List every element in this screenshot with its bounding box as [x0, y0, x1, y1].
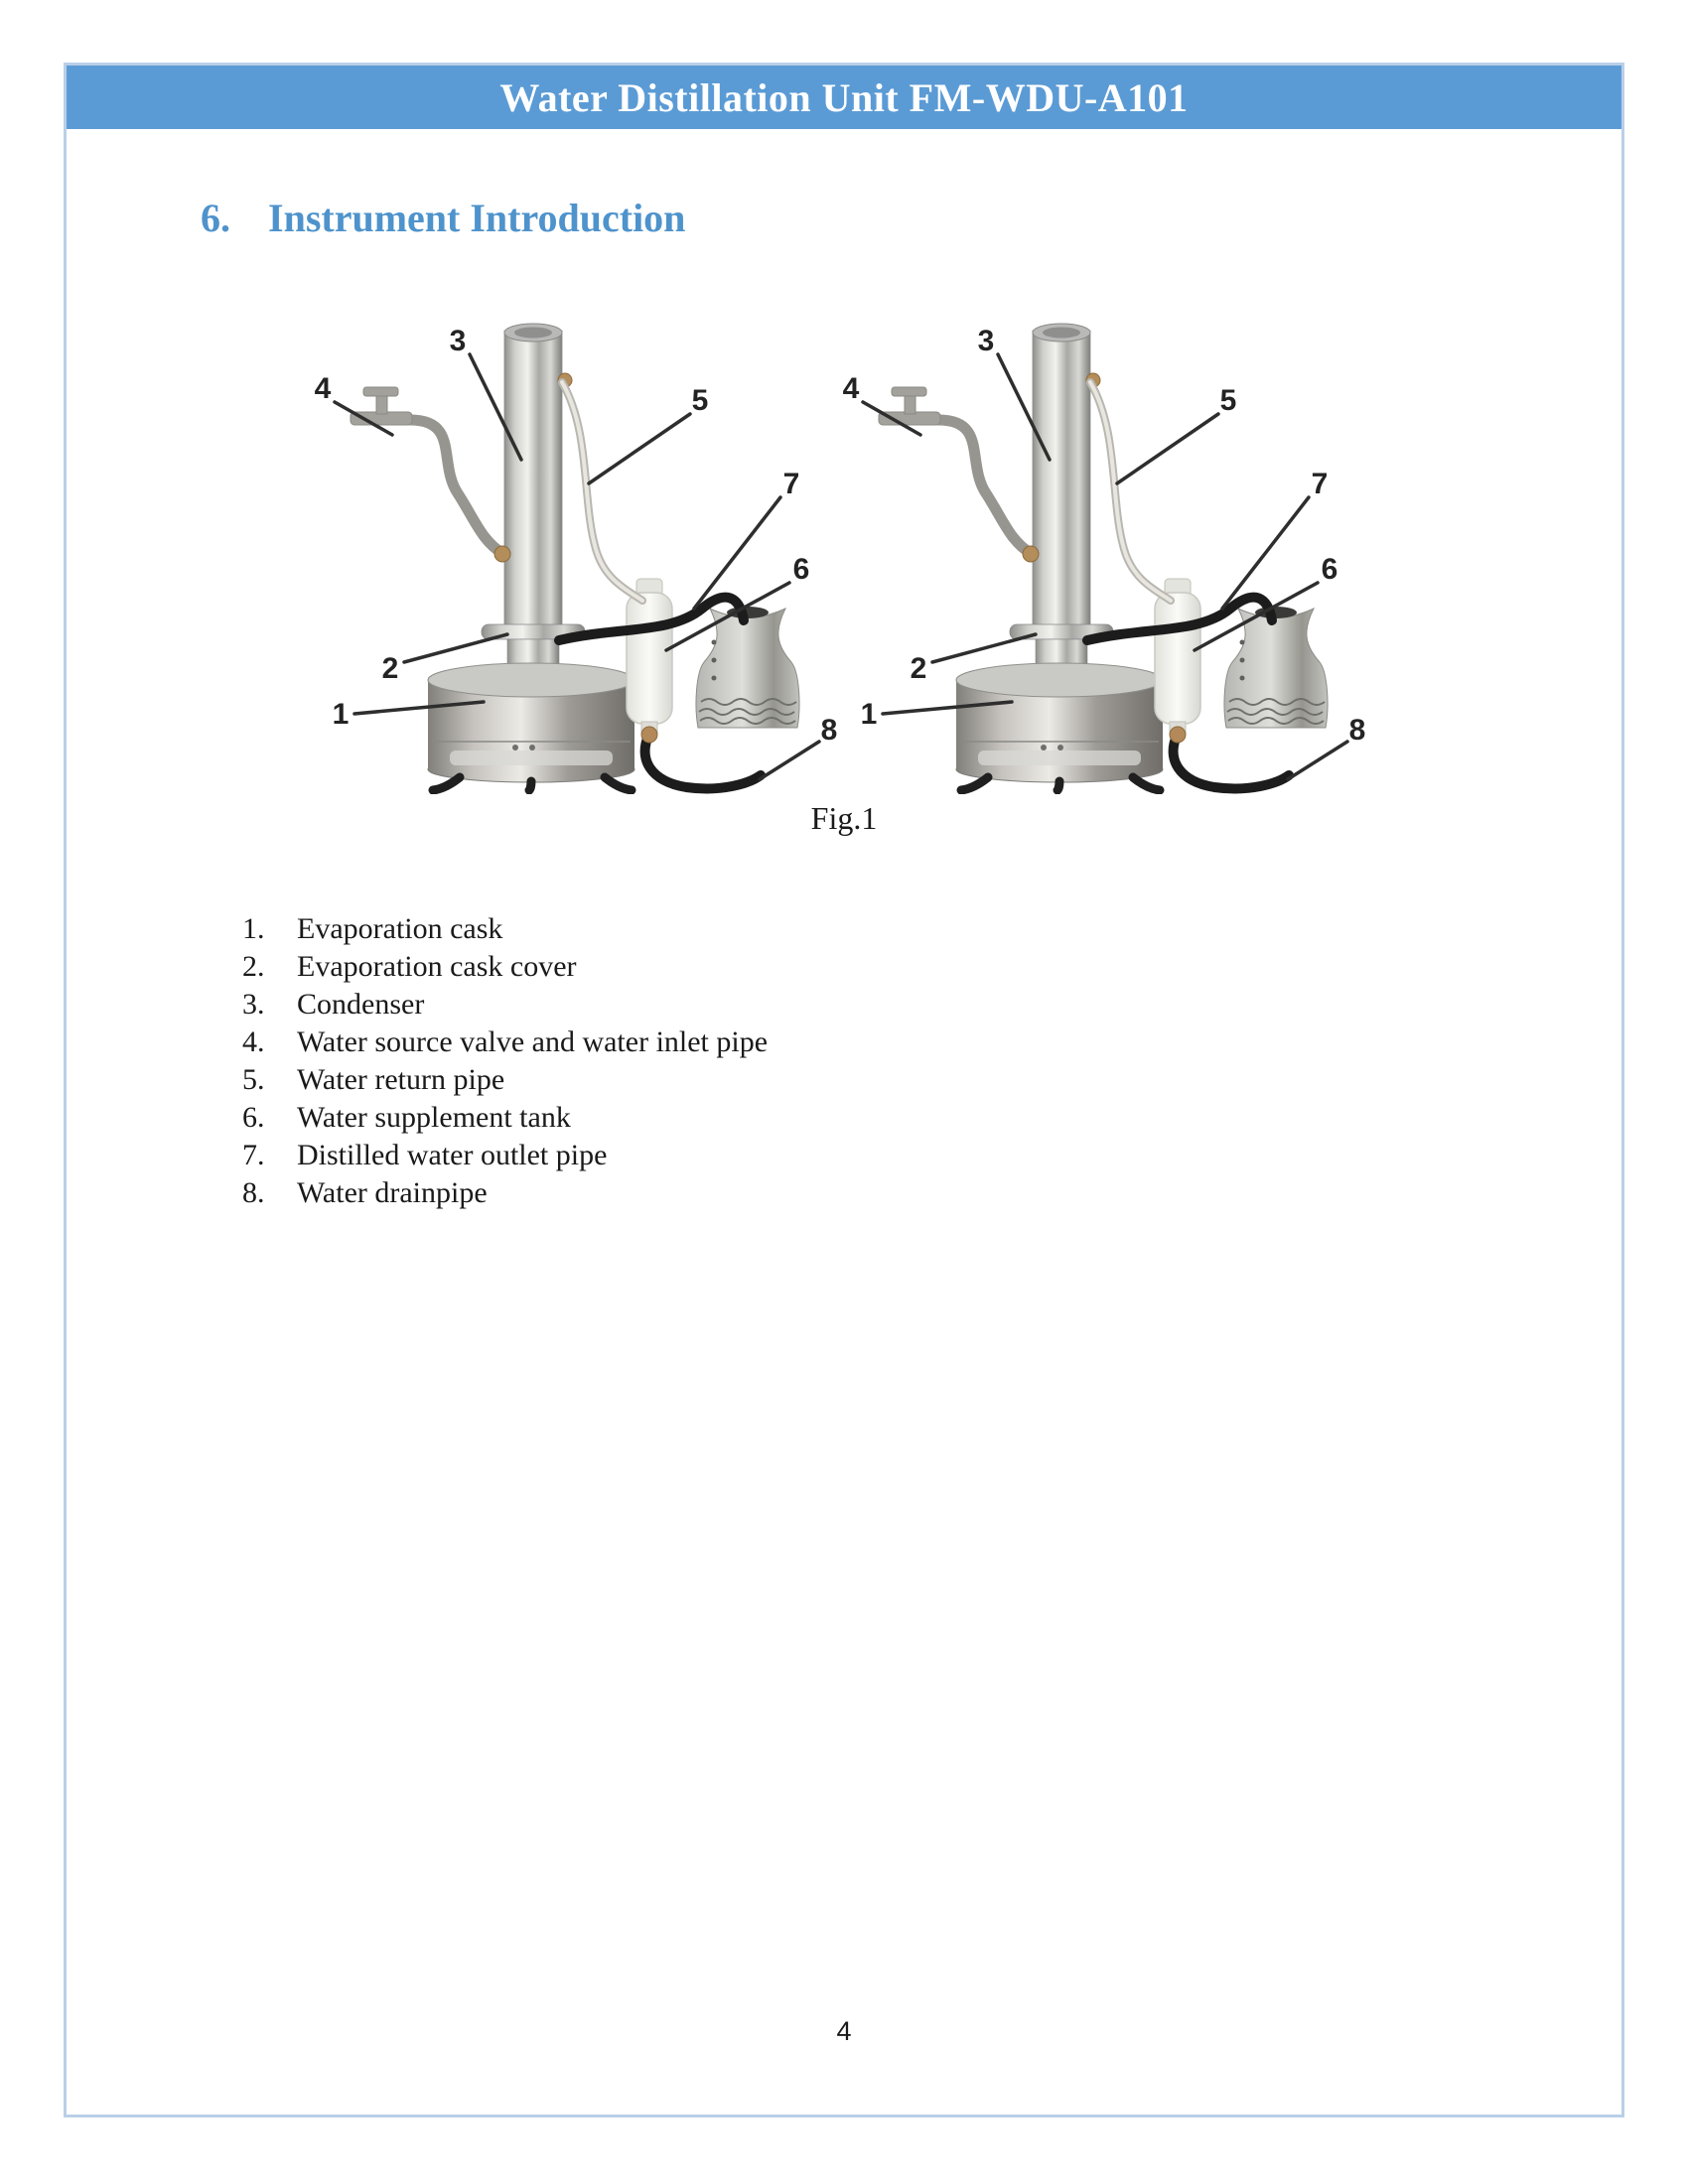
callout-number: 2	[382, 652, 399, 685]
water-supplement-tank	[626, 592, 673, 725]
parts-list-item: 2. Evaporation cask cover	[242, 948, 1621, 986]
parts-list-item: 1. Evaporation cask	[242, 910, 1621, 948]
drain-elbow	[1169, 726, 1187, 744]
page-header: Water Distillation Unit FM-WDU-A101	[67, 66, 1621, 129]
page-number: 4	[836, 2016, 852, 2046]
parts-list-item: 4. Water source valve and water inlet pi…	[242, 1024, 1621, 1061]
distiller-diagram-right: 3 4 5 7 2 6 1 8	[843, 323, 1366, 794]
distiller-diagram-left: 3 4 5 7 2 6 1 8	[315, 323, 838, 794]
callout-number: 5	[692, 384, 709, 417]
distilled-water-outlet-pipe	[554, 592, 749, 645]
bucket-water-lines	[698, 698, 797, 725]
item-number: 3.	[242, 988, 265, 1021]
leader-lines	[861, 352, 1349, 781]
item-text: Water source valve and water inlet pipe	[297, 1025, 769, 1058]
callout-number: 4	[315, 372, 332, 405]
heater-band	[978, 751, 1141, 765]
cask-legs	[956, 772, 1165, 794]
water-source-valve	[878, 386, 941, 426]
callout-number: 6	[793, 553, 810, 586]
item-text: Evaporation cask cover	[297, 950, 577, 983]
cask-dot	[512, 745, 518, 751]
condenser-opening	[1043, 327, 1080, 339]
drain-elbow	[640, 726, 658, 744]
section-heading: 6. Instrument Introduction	[201, 195, 1621, 241]
parts-list-item: 6. Water supplement tank	[242, 1099, 1621, 1137]
heater-band	[450, 751, 613, 765]
item-text: Water drainpipe	[297, 1176, 488, 1209]
bucket-dot	[711, 675, 717, 681]
callout-number: 3	[978, 325, 995, 357]
callout-number: 8	[1349, 714, 1366, 747]
item-text: Water supplement tank	[297, 1101, 571, 1134]
item-number: 8.	[242, 1176, 265, 1209]
inlet-fitting	[493, 545, 511, 563]
item-text: Evaporation cask	[297, 912, 503, 945]
condenser	[1032, 330, 1091, 629]
cask-top	[427, 662, 635, 698]
cask-legs	[428, 772, 636, 794]
item-text: Water return pipe	[297, 1063, 505, 1096]
item-text: Condenser	[297, 988, 425, 1021]
water-return-pipe-highlight	[560, 380, 644, 603]
item-text: Distilled water outlet pipe	[297, 1139, 608, 1171]
callout-number: 5	[1220, 384, 1237, 417]
distilled-water-outlet-pipe	[1082, 592, 1277, 645]
item-number: 5.	[242, 1063, 265, 1096]
document-title: Water Distillation Unit FM-WDU-A101	[499, 74, 1189, 120]
figure-caption: Fig.1	[810, 800, 878, 836]
condenser-opening	[514, 327, 552, 339]
callout-number: 8	[821, 714, 838, 747]
inlet-fitting	[1022, 545, 1040, 563]
callout-number: 1	[861, 698, 878, 731]
drain-bucket	[695, 607, 800, 729]
bucket-dot	[1239, 639, 1245, 645]
parts-list-item: 3. Condenser	[242, 986, 1621, 1024]
section-number: 6.	[201, 196, 230, 240]
water-drainpipe	[639, 731, 766, 794]
bucket-dot	[711, 657, 717, 663]
item-number: 1.	[242, 912, 265, 945]
bucket-dot	[1239, 675, 1245, 681]
condenser	[503, 330, 563, 629]
callout-number: 2	[911, 652, 927, 685]
callout-number: 7	[1312, 468, 1329, 500]
parts-list-item: 5. Water return pipe	[242, 1061, 1621, 1099]
item-number: 6.	[242, 1101, 265, 1134]
document-page: Water Distillation Unit FM-WDU-A101 6. I…	[64, 63, 1624, 2117]
callout-number: 4	[843, 372, 860, 405]
drain-bucket	[1223, 607, 1329, 729]
parts-list-item: 7. Distilled water outlet pipe	[242, 1137, 1621, 1174]
water-source-valve	[350, 386, 413, 426]
water-supplement-tank	[1154, 592, 1201, 725]
item-number: 4.	[242, 1025, 265, 1058]
callout-number: 6	[1322, 553, 1338, 586]
leader-lines	[333, 352, 821, 781]
cask-top	[955, 662, 1164, 698]
figure-1: 3 4 5 7 2 6 1 8	[67, 293, 1621, 794]
parts-list: 1. Evaporation cask 2. Evaporation cask …	[242, 910, 1621, 1212]
cask-dot	[1057, 745, 1063, 751]
item-number: 7.	[242, 1139, 265, 1171]
item-number: 2.	[242, 950, 265, 983]
water-inlet-pipe	[404, 414, 509, 560]
parts-list-item: 8. Water drainpipe	[242, 1174, 1621, 1212]
water-return-pipe-highlight	[1088, 380, 1173, 603]
water-drainpipe	[1168, 731, 1294, 794]
water-inlet-pipe	[932, 414, 1038, 560]
section-title: Instrument Introduction	[268, 196, 686, 240]
cask-dot	[529, 745, 535, 751]
callout-number: 1	[333, 698, 350, 731]
callout-number: 3	[450, 325, 467, 357]
bucket-water-lines	[1226, 698, 1326, 725]
callout-number: 7	[783, 468, 800, 500]
bucket-dot	[711, 639, 717, 645]
cask-dot	[1041, 745, 1047, 751]
bucket-dot	[1239, 657, 1245, 663]
